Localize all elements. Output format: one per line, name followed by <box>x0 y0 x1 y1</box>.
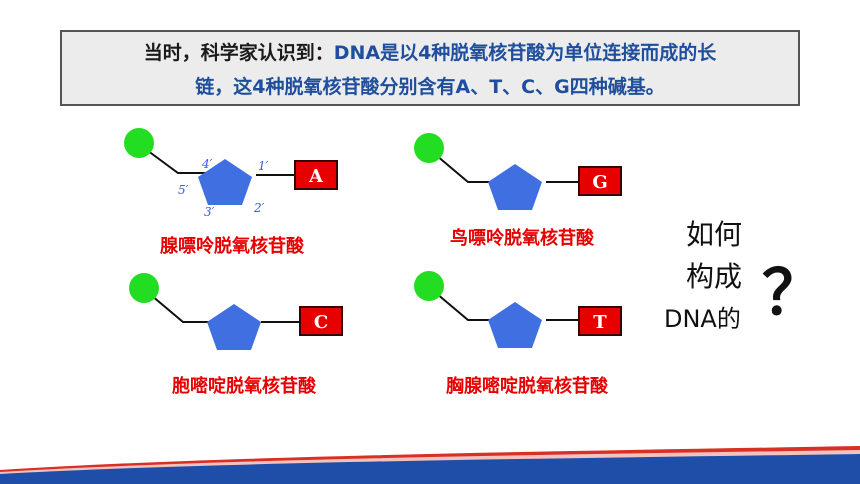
decorative-footer-band <box>0 446 860 484</box>
question-line-1: 如何 <box>686 218 743 251</box>
nucleotide-g: G <box>410 130 670 230</box>
nucleotide-c: C <box>125 270 385 370</box>
question-line-2: 构成 <box>686 260 743 293</box>
statement-highlight-1: DNA是以4种脱氧核苷酸为单位连接而成的长 <box>333 42 717 64</box>
carbon-5-label: 5′ <box>178 183 189 197</box>
carbon-2-label: 2′ <box>254 201 265 215</box>
deoxyribose-pentagon <box>488 164 542 210</box>
phosphate-circle <box>414 271 444 301</box>
phosphate-circle <box>124 128 154 158</box>
question-line-3: DNA的 <box>664 305 741 333</box>
statement-line-2: 链，这4种脱氧核苷酸分别含有A、T、C、G四种碱基。 <box>195 76 665 98</box>
carbon-3-label: 3′ <box>204 205 215 219</box>
nucleotide-a-name: 腺嘌呤脱氧核苷酸 <box>160 236 304 257</box>
nucleotide-g-diagram <box>414 133 580 210</box>
nucleotide-c-name: 胞嘧啶脱氧核苷酸 <box>172 376 316 397</box>
nucleotide-a: A 4′ 1′ 5′ 3′ 2′ <box>120 125 380 225</box>
question-text: 如何 构成 DNA的 <box>664 214 774 340</box>
nucleotide-t-diagram <box>414 271 580 348</box>
nucleotide-g-name: 鸟嘌呤脱氧核苷酸 <box>450 228 594 249</box>
deoxyribose-pentagon <box>198 159 252 205</box>
base-label-c: C <box>299 306 343 336</box>
carbon-4-label: 4′ <box>202 157 213 171</box>
phosphate-circle <box>414 133 444 163</box>
base-label-a: A <box>294 160 338 190</box>
question-mark: ？ <box>762 256 825 329</box>
nucleotide-t-name: 胸腺嘧啶脱氧核苷酸 <box>446 376 608 397</box>
nucleotide-c-diagram <box>129 273 301 350</box>
statement-line-1: 当时，科学家认识到：DNA是以4种脱氧核苷酸为单位连接而成的长 <box>62 36 798 70</box>
deoxyribose-pentagon <box>207 304 261 350</box>
carbon-1-label: 1′ <box>258 159 269 173</box>
statement-intro: 当时，科学家认识到： <box>143 42 334 64</box>
footer-band-blue <box>0 454 860 484</box>
base-label-g: G <box>578 166 622 196</box>
nucleotide-t: T <box>410 268 670 368</box>
nucleotide-a-diagram <box>124 128 296 205</box>
phosphate-circle <box>129 273 159 303</box>
deoxyribose-pentagon <box>488 302 542 348</box>
statement-textbox: 当时，科学家认识到：DNA是以4种脱氧核苷酸为单位连接而成的长 链，这4种脱氧核… <box>60 30 800 106</box>
base-label-t: T <box>578 306 622 336</box>
